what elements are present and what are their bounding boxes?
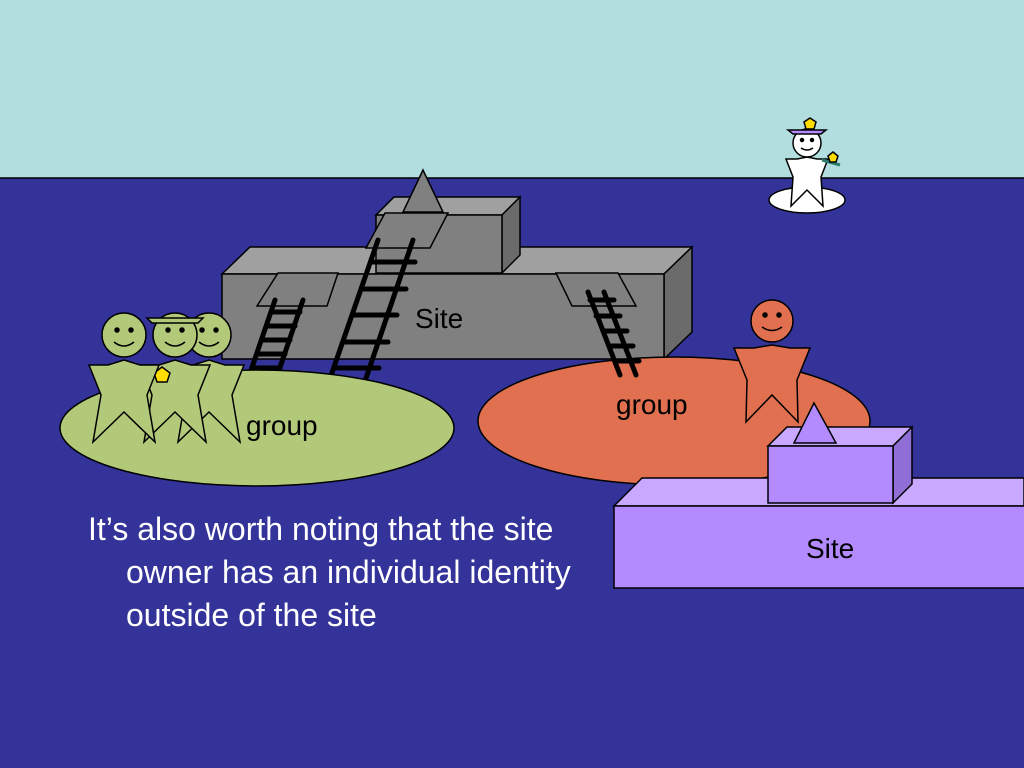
sky — [0, 0, 1024, 178]
green-group-label: group — [246, 410, 318, 441]
ladder-right-icon — [585, 289, 642, 378]
gray-site-label: Site — [415, 303, 463, 334]
red-group-label: group — [616, 389, 688, 420]
purple-site-label: Site — [806, 533, 854, 564]
ladder-center-icon — [323, 237, 418, 393]
green-person-icon — [138, 312, 212, 445]
body-text: It’s also worth noting that the site own… — [88, 511, 571, 633]
purple-site — [612, 401, 1024, 589]
ladder-left-icon — [244, 297, 306, 385]
green-person-icon — [87, 312, 161, 445]
red-person-icon — [732, 299, 812, 424]
site-owner-icon — [784, 117, 841, 208]
